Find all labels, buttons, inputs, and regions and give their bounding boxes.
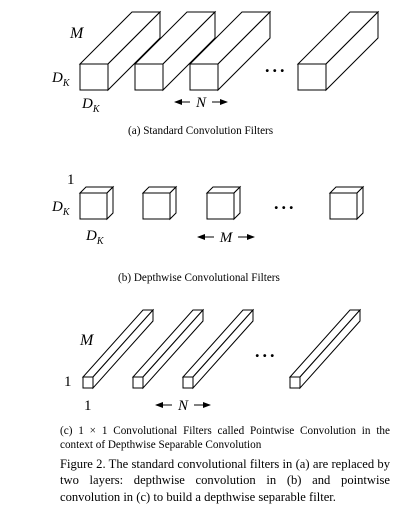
caption-panel-a: (a) Standard Convolution Filters (128, 125, 274, 137)
filter-block-1 (78, 10, 162, 92)
figure-caption: Figure 2. The standard convolutional fil… (60, 457, 390, 504)
depthwise-cube-2 (141, 185, 178, 221)
caption-panel-b: (b) Depthwise Convolutional Filters (118, 272, 280, 284)
pointwise-rod-2 (131, 308, 205, 390)
depthwise-cube-3 (205, 185, 242, 221)
filter-block-2 (133, 10, 217, 92)
pointwise-rod-4 (288, 308, 362, 390)
label-c-width: 1 (84, 398, 92, 414)
panel-b-filters (78, 185, 365, 221)
filter-block-4 (296, 10, 380, 92)
label-a-depth: M (69, 25, 85, 42)
ellipsis-a: ... (265, 56, 288, 76)
label-a-height: DK (51, 70, 71, 89)
caption-panel-c: (c) 1 × 1 Convolutional Filters called P… (60, 425, 390, 451)
ellipsis-b: ... (274, 193, 297, 213)
label-c-count: N (177, 398, 189, 414)
filter-block-3 (188, 10, 272, 92)
pointwise-rod-3 (181, 308, 255, 390)
label-b-depth: 1 (67, 172, 75, 188)
depthwise-cube-4 (328, 185, 365, 221)
panel-a-filters (78, 10, 380, 92)
label-a-width: DK (81, 96, 101, 115)
label-c-height: 1 (64, 374, 72, 390)
label-a-count: N (195, 95, 207, 111)
label-b-height: DK (51, 199, 71, 218)
label-c-depth: M (79, 332, 95, 349)
pointwise-rod-1 (81, 308, 155, 390)
label-b-count: M (219, 230, 234, 246)
ellipsis-c: ... (255, 341, 278, 361)
panel-c-filters (81, 308, 362, 390)
depthwise-cube-1 (78, 185, 115, 221)
label-b-width: DK (85, 228, 105, 247)
